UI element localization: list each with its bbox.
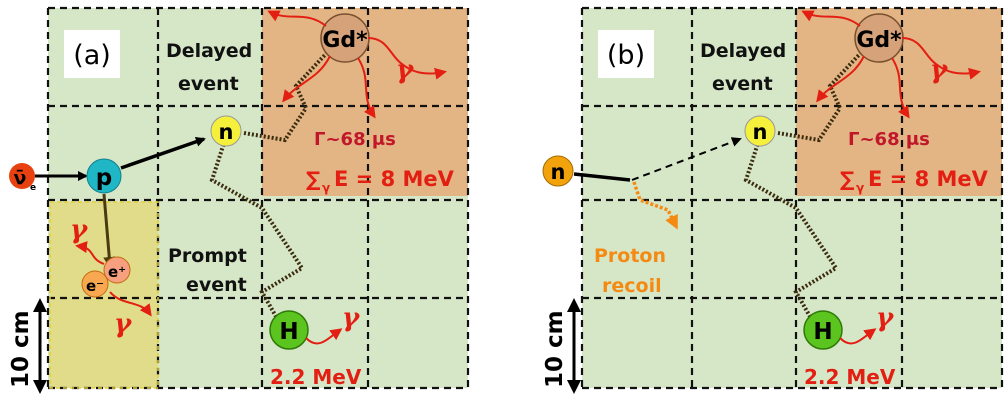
panel-tag-box (598, 30, 654, 78)
gamma-ray-annihilation-up (75, 241, 105, 265)
incoming-neutron-circle (542, 155, 574, 187)
gd-energy-sum-symbol: ∑ (840, 167, 854, 191)
capture-lifetime: Γ~68 μs (314, 129, 396, 150)
gamma-ray-annihilation-down (109, 291, 152, 317)
prompt-event-label-line2: event (186, 274, 247, 296)
gamma-ray-gd-right (367, 37, 447, 80)
incoming-neutron-track (573, 172, 631, 182)
delayed-event-label-line2: event (178, 73, 239, 95)
proton-recoil-label-line1: Proton (594, 245, 666, 267)
electron-label: e⁻ (86, 277, 104, 295)
gamma-label-annihilation-up: γ (70, 215, 89, 245)
scale-bar-arrow-top (567, 298, 581, 312)
positron-circle (103, 256, 131, 284)
gamma-label-gd: γ (930, 55, 949, 85)
scale-bar-arrow-top (33, 298, 47, 312)
prompt-event-label-line1: Prompt (168, 245, 247, 267)
gadolinium-label: Gd* (322, 28, 368, 53)
detector-grid (46, 6, 470, 390)
scale-bar-arrow-bottom (33, 380, 47, 394)
gd-energy-sum-subscript: γ (856, 181, 864, 195)
hydrogen-label: H (279, 319, 298, 345)
prompt-event-region (50, 202, 158, 388)
gamma-ray-gd-left (267, 10, 327, 27)
gamma-ray-gd-down (891, 57, 910, 119)
proton-recoil-track (632, 181, 678, 230)
positron-label: e⁺ (108, 263, 126, 281)
gd-energy-value: E = 8 MeV (868, 167, 989, 191)
gamma-ray-gd-down (357, 57, 376, 119)
proton-circle (86, 158, 122, 194)
scale-label: 10 cm (542, 310, 568, 388)
gamma-label-gd: γ (396, 55, 415, 85)
incoming-neutron-label: n (551, 160, 566, 184)
panel-a: (a) Delayed event Prompt event ν̄ e p n … (8, 6, 470, 394)
detector-grid (580, 6, 1004, 390)
hydrogen-energy: 2.2 MeV (804, 365, 896, 389)
scale-bar-arrow-bottom (567, 380, 581, 394)
panel-tag: (a) (73, 40, 111, 71)
panel-tag-box (64, 30, 120, 78)
antineutrino-label: ν̄ (14, 167, 27, 189)
positron-track (102, 193, 116, 269)
capture-lifetime: Γ~68 μs (848, 129, 930, 150)
scattered-neutron-track (631, 137, 742, 181)
neutron-track (120, 136, 206, 170)
delayed-event-label-line2: event (712, 73, 773, 95)
neutron-circle (744, 115, 776, 147)
gamma-ray-hydrogen (305, 328, 343, 345)
scale-label: 10 cm (8, 310, 34, 388)
hydrogen-circle (803, 310, 843, 350)
neutron-diffusion-path (743, 136, 839, 321)
gd-energy-sum-subscript: γ (322, 181, 330, 195)
hydrogen-energy: 2.2 MeV (270, 365, 362, 389)
gamma-label-annihilation-down: γ (114, 309, 133, 339)
delayed-event-label-line1: Delayed (700, 40, 786, 62)
gd-energy-value: E = 8 MeV (334, 167, 455, 191)
neutron-diffusion-path (209, 136, 305, 321)
proton-label: p (96, 165, 112, 191)
gamma-ray-gd-lowleft (282, 55, 331, 103)
antineutrino-circle (9, 163, 35, 189)
gadolinium-label: Gd* (856, 28, 902, 53)
gd-energy-sum-symbol: ∑ (306, 167, 320, 191)
neutron-circle (210, 115, 242, 147)
gamma-ray-gd-lowleft (816, 55, 865, 103)
neutron-label: n (219, 120, 234, 144)
antineutrino-subscript: e (30, 183, 36, 193)
hydrogen-label: H (813, 319, 832, 345)
gamma-label-hydrogen: γ (876, 303, 895, 333)
gamma-ray-gd-right (901, 37, 981, 80)
neutron-label: n (753, 120, 768, 144)
gamma-ray-gd-left (801, 10, 861, 27)
panel-tag: (b) (607, 40, 645, 71)
panel-b: (b) Delayed event n Proton recoil n Gd* … (542, 6, 1004, 394)
gamma-ray-hydrogen (839, 328, 877, 345)
proton-recoil-label-line2: recoil (602, 275, 662, 297)
gamma-label-hydrogen: γ (342, 303, 361, 333)
delayed-event-label-line1: Delayed (166, 40, 252, 62)
electron-circle (81, 270, 109, 298)
hydrogen-circle (269, 310, 309, 350)
